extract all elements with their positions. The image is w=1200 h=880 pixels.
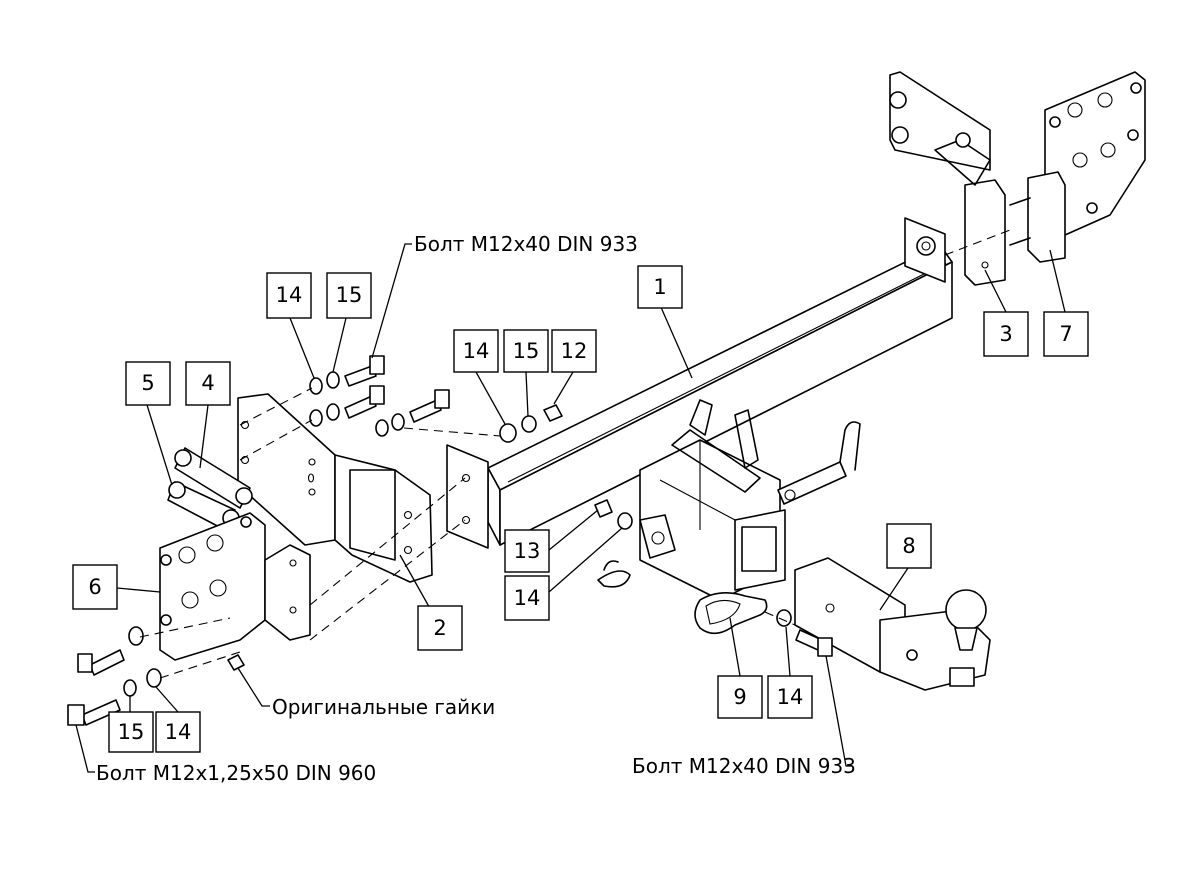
callout-7-label: 7: [1059, 322, 1072, 346]
callout-14-under-beam: 14: [504, 575, 550, 621]
callout-14-top-middle: 14: [453, 329, 499, 373]
callout-14-label: 14: [514, 586, 541, 610]
callout-14-label: 14: [165, 720, 192, 744]
callout-7: 7: [1043, 311, 1089, 357]
leader-lines: [75, 243, 1066, 773]
callout-4: 4: [185, 361, 231, 406]
callout-12-label: 12: [561, 339, 588, 363]
assembly-lines: [139, 229, 1011, 679]
part-3-bracket: [889, 71, 1006, 286]
bolt-note-bottom-right: Болт М12х40 DIN 933: [632, 754, 856, 778]
callout-1-label: 1: [653, 275, 666, 299]
part-8-ball-mount: [794, 557, 991, 691]
part-9-socket-plate: [694, 592, 768, 635]
callout-13-label: 13: [514, 539, 541, 563]
callout-13: 13: [504, 529, 550, 573]
callout-12: 12: [551, 329, 597, 373]
callout-3-label: 3: [999, 322, 1012, 346]
callout-4-label: 4: [201, 371, 214, 395]
callout-15-label: 15: [118, 720, 145, 744]
callout-14-label: 14: [463, 339, 490, 363]
callout-14-label: 14: [276, 283, 303, 307]
callout-5-label: 5: [141, 371, 154, 395]
part-7-bracket: [1009, 71, 1146, 263]
callout-2-label: 2: [433, 616, 446, 640]
callout-6: 6: [72, 564, 118, 610]
spring-clip: [597, 560, 631, 588]
callout-14-bottom-right: 14: [767, 675, 813, 719]
callout-5: 5: [125, 361, 171, 406]
bolt-note-top: Болт М12х40 DIN 933: [414, 232, 638, 256]
callout-15-label: 15: [336, 283, 363, 307]
callout-8: 8: [886, 523, 932, 569]
part-1-crossbar: [446, 217, 953, 549]
callout-3: 3: [983, 311, 1029, 357]
callout-6-label: 6: [88, 575, 101, 599]
fasteners: [67, 355, 833, 726]
callout-15-bottom-left: 15: [108, 711, 154, 753]
callout-14-top-left: 14: [266, 272, 312, 319]
callout-15-label: 15: [513, 339, 540, 363]
callout-9: 9: [717, 675, 763, 719]
callout-15-top-left: 15: [326, 272, 372, 319]
callout-8-label: 8: [902, 534, 915, 558]
callout-15-top-middle: 15: [503, 329, 549, 373]
original-nuts-note: Оригинальные гайки: [272, 695, 495, 719]
callout-1: 1: [637, 265, 683, 309]
part-4-strip-plate: [174, 447, 253, 509]
part-6-mounting-plate: [159, 512, 311, 671]
callout-14-bottom-left: 14: [155, 711, 201, 753]
hitch-receiver: [639, 399, 786, 601]
callout-2: 2: [417, 605, 463, 651]
callout-14-label: 14: [777, 685, 804, 709]
locking-pin: [777, 421, 861, 505]
callout-9-label: 9: [733, 685, 746, 709]
bolt-note-bottom-left: Болт М12х1,25х50 DIN 960: [96, 761, 376, 785]
part-2-side-bracket: [237, 393, 433, 583]
